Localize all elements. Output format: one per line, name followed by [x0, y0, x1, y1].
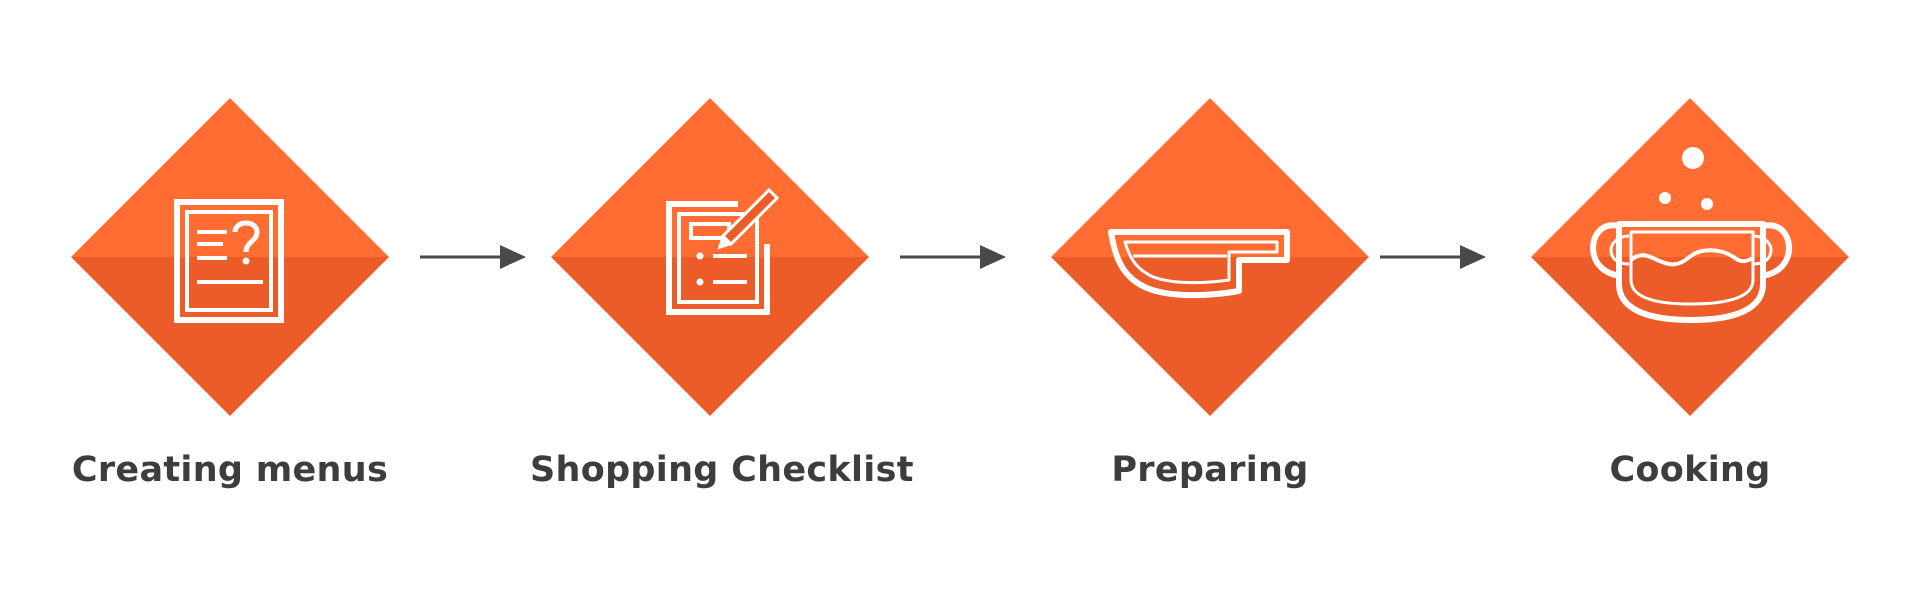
step-3-label: Preparing	[1111, 450, 1309, 490]
step-1-diamond	[71, 98, 389, 416]
knife-icon	[1108, 229, 1290, 299]
menu-question-icon	[174, 199, 284, 323]
arrow-right-icon	[1380, 245, 1486, 269]
step-cooking: Cooking	[1510, 0, 1870, 600]
step-3-diamond	[1051, 98, 1369, 416]
cooking-pot-icon	[1589, 147, 1793, 323]
step-creating-menus: Creating menus	[50, 0, 410, 600]
arrow-right-icon	[420, 245, 526, 269]
step-4-label: Cooking	[1609, 450, 1771, 490]
step-2-diamond	[551, 98, 869, 416]
checklist-pencil-icon	[666, 187, 780, 315]
step-2-label: Shopping Checklist	[530, 450, 914, 490]
step-1-label: Creating menus	[71, 450, 389, 490]
step-4-diamond	[1531, 98, 1849, 416]
step-shopping-checklist: Shopping Checklist	[530, 0, 914, 600]
arrow-right-icon	[900, 245, 1006, 269]
step-preparing: Preparing	[1030, 0, 1390, 600]
